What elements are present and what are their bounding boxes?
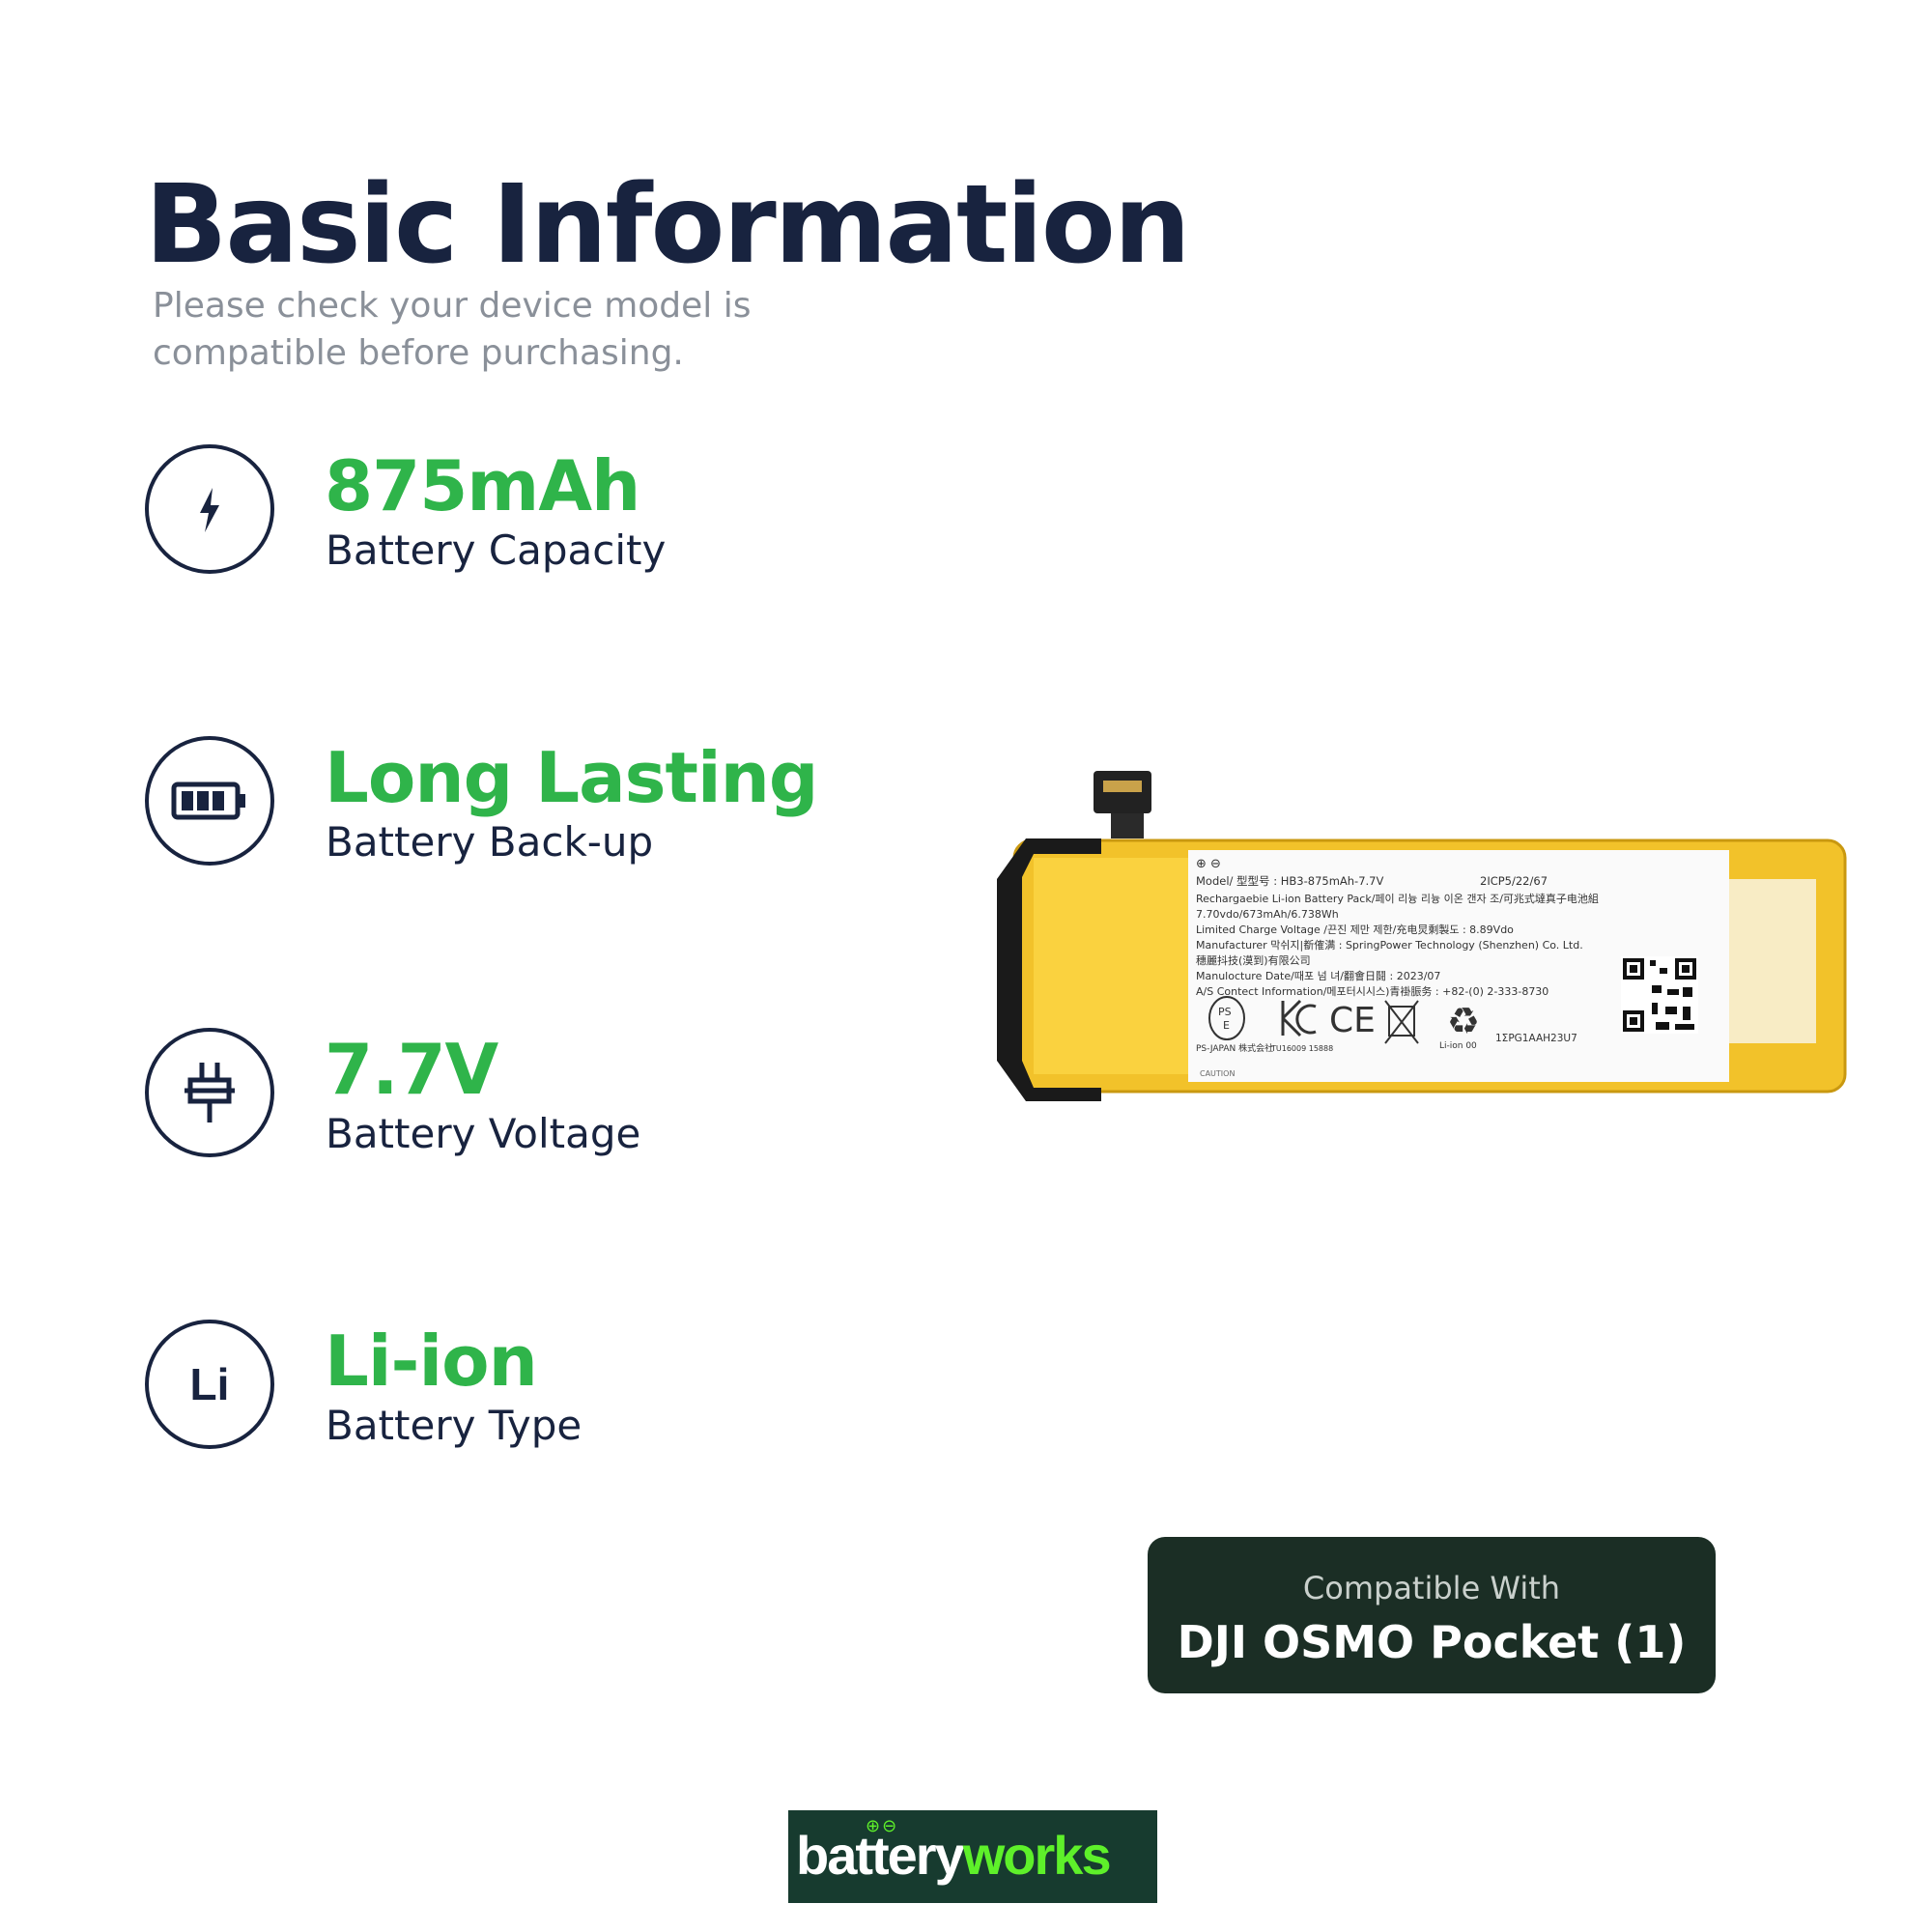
battery-end-cap <box>997 838 1101 1101</box>
label-line: 穗麗抖技(漠到)有限公司 <box>1196 953 1311 967</box>
label-cells: 2ICP5/22/67 <box>1480 874 1548 888</box>
feature-voltage: 7.7V Battery Voltage <box>145 1026 1014 1171</box>
feature-label: Battery Back-up <box>326 818 654 866</box>
weee-bin-icon <box>1384 1000 1419 1044</box>
label-ps-text: PS-JAPAN 株式会社 <box>1196 1042 1273 1054</box>
li-icon-text: Li <box>189 1359 230 1409</box>
svg-text:⊕ ⊖: ⊕ ⊖ <box>1196 857 1221 871</box>
battery-product-image: ⊕ ⊖ Model/ 型型号 : HB3-875mAh-7.7V 2ICP5/2… <box>997 771 1847 1101</box>
logo-wordmark: batteryworks <box>796 1824 1112 1887</box>
logo-text-works: works <box>962 1825 1112 1886</box>
feature-value: 875mAh <box>325 445 640 526</box>
feature-value: 7.7V <box>325 1029 498 1110</box>
feature-long-lasting: Long Lasting Battery Back-up <box>145 734 1014 879</box>
label-caution: CAUTION <box>1200 1069 1235 1078</box>
label-line: A/S Contect Information/메포터시시스)青褂脤务 : +8… <box>1196 985 1548 998</box>
feature-label: Battery Type <box>326 1402 582 1449</box>
ce-mark-icon: CE <box>1329 1001 1376 1040</box>
logo-text-battery: battery <box>796 1825 965 1886</box>
pse-mark-icon: PS E <box>1208 996 1245 1040</box>
feature-label: Battery Voltage <box>326 1110 641 1157</box>
label-line: Rechargaebie Li-ion Battery Pack/페이 리늉 리… <box>1196 892 1599 905</box>
plug-icon <box>145 1028 274 1157</box>
label-line: Limited Charge Voltage /끈진 제만 제한/充电炅剩製도 … <box>1196 923 1514 936</box>
label-liion-text: Li-ion 00 <box>1439 1041 1477 1051</box>
li-icon: Li <box>145 1320 274 1449</box>
label-model: Model/ 型型号 : HB3-875mAh-7.7V <box>1196 874 1383 888</box>
feature-label: Battery Capacity <box>326 526 667 574</box>
recycle-icon: ♻ <box>1447 1000 1480 1042</box>
compatibility-label: Compatible With <box>1302 1570 1561 1606</box>
plus-minus-icon: ⊕⊖ <box>866 1816 899 1836</box>
label-line: Manufacturer 막쉬지|斱傕满 : SpringPower Techn… <box>1196 938 1583 952</box>
label-kc-text: TU16009 15888 <box>1270 1044 1333 1053</box>
feature-value: Li-ion <box>325 1321 538 1402</box>
label-line: 7.70vdo/673mAh/6.738Wh <box>1196 908 1339 921</box>
svg-text:E: E <box>1223 1019 1230 1032</box>
svg-text:PS: PS <box>1218 1006 1232 1018</box>
batteryworks-logo: ⊕⊖ batteryworks <box>788 1810 1157 1903</box>
label-line: Manulocture Date/때포 넘 녀/翻會日鬪 : 2023/07 <box>1196 969 1440 982</box>
lightning-icon <box>145 444 274 574</box>
compatible-device-name: DJI OSMO Pocket (1) <box>1177 1616 1687 1668</box>
kc-mark-icon <box>1281 999 1317 1037</box>
feature-value: Long Lasting <box>325 737 818 818</box>
page-subtitle: Please check your device model is compat… <box>153 286 752 373</box>
feature-type: Li Li-ion Battery Type <box>145 1318 1014 1463</box>
feature-capacity: 875mAh Battery Capacity <box>145 442 1014 587</box>
label-serial: 1ΣPG1AAH23U7 <box>1495 1033 1577 1044</box>
page-title: Basic Information <box>145 162 1191 288</box>
compatibility-badge: Compatible With DJI OSMO Pocket (1) <box>1148 1537 1716 1693</box>
qr-code-icon <box>1621 956 1698 1034</box>
battery-icon <box>145 736 274 866</box>
